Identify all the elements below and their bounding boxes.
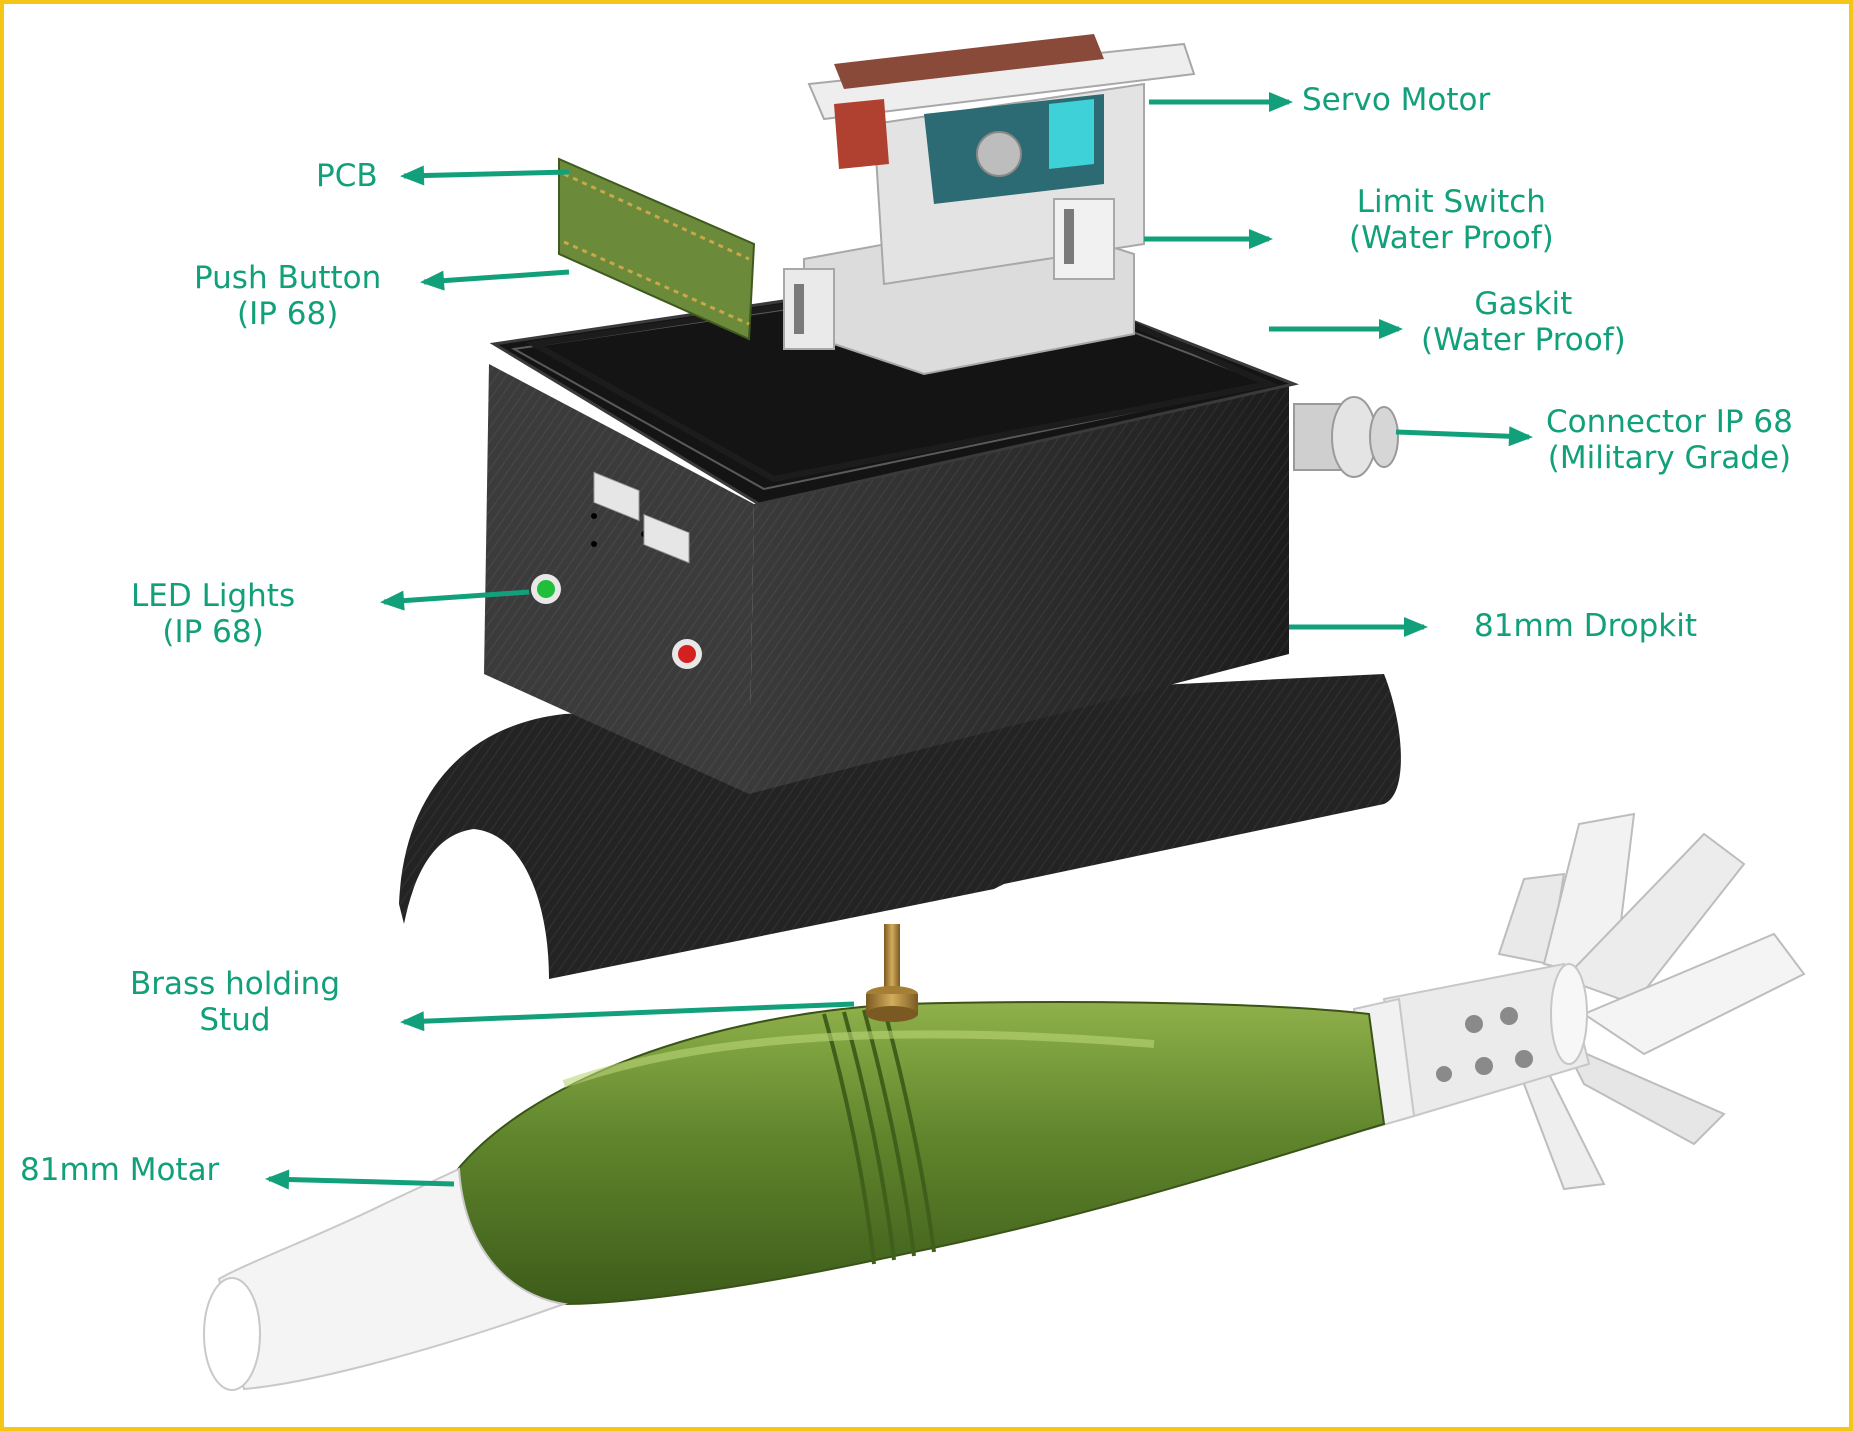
pcb-board xyxy=(558,157,756,564)
label-led-lights-line2: (IP 68) xyxy=(162,614,264,650)
label-push-button-line2: (IP 68) xyxy=(236,296,339,332)
mortar-body xyxy=(452,1001,1386,1306)
label-brass-stud-line1: Brass holding xyxy=(130,966,341,1002)
arrow-connector xyxy=(1395,426,1533,447)
mortar-nose-fuze xyxy=(203,1167,568,1391)
label-brass-stud: Brass holding Stud xyxy=(130,966,340,1038)
exploded-view-illustration xyxy=(203,34,1806,1391)
label-dropkit-text: 81mm Dropkit xyxy=(1474,608,1697,644)
label-servo-motor: Servo Motor xyxy=(1302,82,1490,118)
label-brass-stud-line2: Stud xyxy=(199,1002,271,1038)
brass-holding-stud xyxy=(866,924,918,1022)
label-connector-line2: (Military Grade) xyxy=(1547,440,1792,476)
led-lights xyxy=(531,574,702,669)
label-dropkit: 81mm Dropkit xyxy=(1474,608,1697,644)
label-connector: Connector IP 68 (Military Grade) xyxy=(1546,404,1793,476)
arrow-brass-stud xyxy=(400,1001,855,1032)
label-gaskit-line1: Gaskit xyxy=(1474,286,1573,322)
arrow-push-button xyxy=(420,269,570,291)
label-limit-switch: Limit Switch (Water Proof) xyxy=(1349,184,1554,256)
label-pcb: PCB xyxy=(316,158,378,194)
label-mortar-text: 81mm Motar xyxy=(20,1152,220,1188)
label-limit-switch-line2: (Water Proof) xyxy=(1349,220,1554,256)
servo-assembly xyxy=(783,34,1196,376)
label-limit-switch-line1: Limit Switch xyxy=(1356,184,1546,220)
arrow-mortar xyxy=(265,1169,455,1190)
arrow-pcb xyxy=(400,165,570,186)
label-push-button-line1: Push Button xyxy=(194,260,382,296)
label-connector-line1: Connector IP 68 xyxy=(1546,404,1793,440)
label-servo-motor-text: Servo Motor xyxy=(1302,82,1491,118)
label-led-lights: LED Lights (IP 68) xyxy=(131,578,295,650)
label-push-button: Push Button (IP 68) xyxy=(194,260,381,332)
label-gaskit-line2: (Water Proof) xyxy=(1421,322,1626,358)
arrow-led-lights xyxy=(380,589,530,611)
label-led-lights-line1: LED Lights xyxy=(131,578,296,614)
label-gaskit: Gaskit (Water Proof) xyxy=(1421,286,1626,358)
connector-ip68 xyxy=(1293,396,1399,478)
dropkit-housing xyxy=(399,267,1401,979)
label-pcb-text: PCB xyxy=(316,158,378,194)
label-mortar: 81mm Motar xyxy=(20,1152,219,1188)
